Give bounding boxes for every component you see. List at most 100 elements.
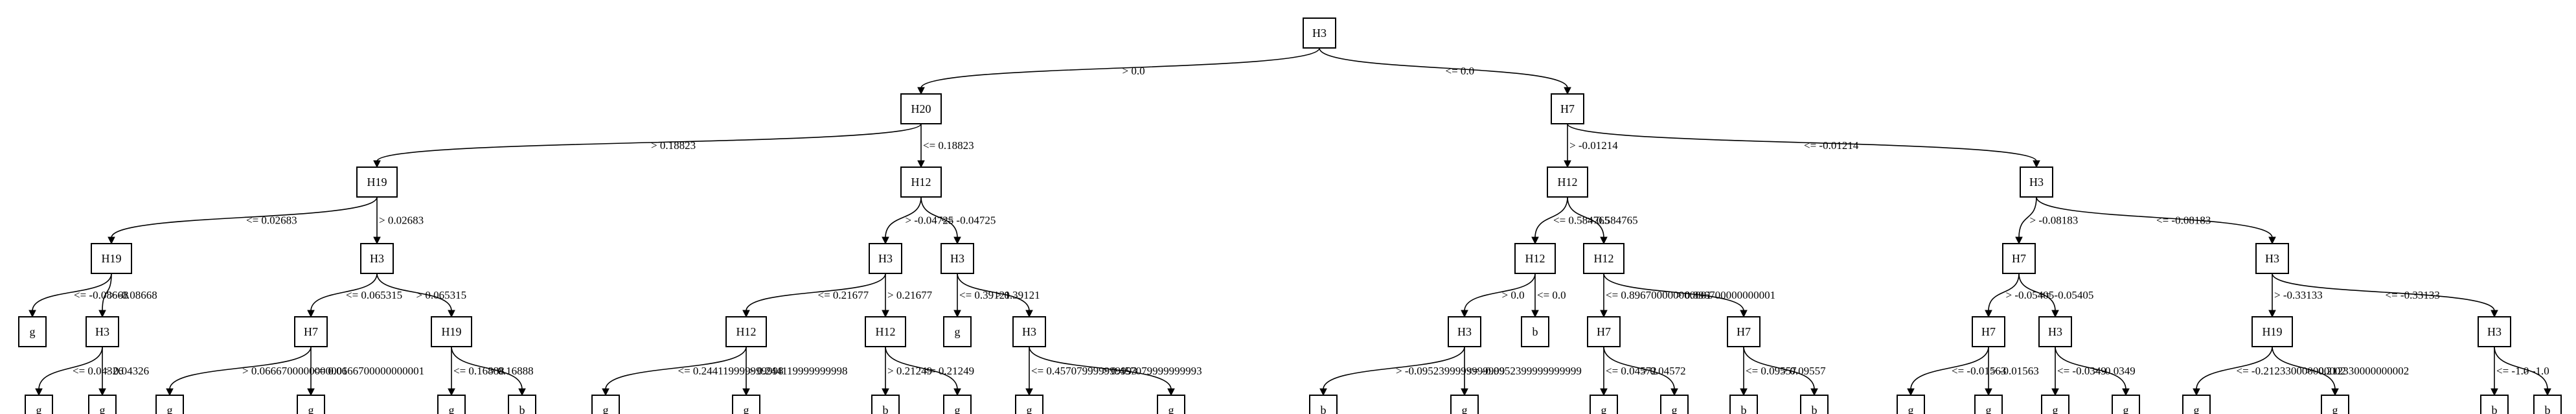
arrowhead-icon	[1810, 388, 1818, 397]
edge-condition-label: <= 0.21249	[924, 365, 975, 377]
edge-condition-label: <= -0.01214	[1804, 139, 1859, 152]
edge-connector	[1029, 346, 1172, 390]
arrowhead-icon	[1531, 310, 1539, 318]
tree-edge: <= 0.04572	[1600, 347, 1657, 397]
node-label: H12	[1558, 176, 1578, 189]
node-box	[1551, 93, 1584, 124]
node-box	[88, 395, 117, 414]
split-node: H3	[2020, 167, 2053, 198]
leaf-node: g	[437, 395, 466, 414]
node-box	[356, 167, 398, 198]
node-label: H3	[2487, 325, 2502, 338]
edge-connector	[32, 273, 112, 312]
leaf-node: g	[297, 395, 325, 414]
tree-edge: <= 0.04326	[35, 346, 124, 397]
leaf-node: g	[25, 395, 53, 414]
tree-edge: > -0.08668	[98, 273, 157, 318]
leaf-node: g	[1157, 395, 1185, 414]
tree-edges: > 0.0<= 0.0> 0.18823<= 0.18823> -0.01214…	[28, 47, 2551, 397]
tree-edge: > 0.0	[1461, 273, 1536, 318]
node-label: g	[1908, 404, 1914, 414]
leaf-node: b	[1521, 316, 1549, 347]
split-node: H3	[940, 243, 974, 274]
tree-edge: > 0.16888	[451, 346, 534, 397]
arrowhead-icon	[108, 236, 115, 245]
arrowhead-icon	[1025, 310, 1033, 318]
node-label: H3	[1022, 325, 1036, 338]
tree-edge: <= -0.212330000000002	[2193, 346, 2346, 397]
split-node: H3	[1303, 17, 1336, 49]
node-label: H3	[878, 252, 893, 265]
arrowhead-icon	[1461, 310, 1468, 318]
edge-condition-label: > 0.02683	[379, 214, 424, 227]
tree-edge: <= 0.0	[1531, 273, 1566, 318]
arrowhead-icon	[742, 388, 750, 397]
edge-connector	[746, 273, 886, 312]
edge-connector	[2494, 346, 2548, 390]
tree-edge: <= 0.21249	[885, 346, 975, 397]
arrowhead-icon	[2051, 310, 2059, 318]
tree-edge: > -1.0	[2494, 346, 2551, 397]
node-label: H7	[304, 325, 318, 338]
edge-connector	[1567, 196, 1604, 238]
tree-edge: > 0.896700000000001	[1603, 273, 1775, 318]
tree-edge: > 0.065315	[376, 273, 466, 318]
node-box	[2478, 316, 2511, 347]
leaf-node: g	[591, 395, 620, 414]
tree-edge: > 0.09557	[1743, 346, 1826, 397]
split-node: H3	[2255, 243, 2289, 274]
node-box	[91, 243, 132, 274]
edge-connector	[1743, 346, 1815, 390]
tree-edge: > -0.01214	[1564, 124, 1618, 168]
edge-connector	[111, 196, 378, 238]
edge-connector	[1464, 273, 1536, 312]
tree-edge: > 0.21677	[882, 273, 933, 318]
arrowhead-icon	[2491, 388, 2498, 397]
edge-connector	[605, 346, 747, 390]
leaf-node: b	[2533, 395, 2562, 414]
node-label: H7	[1597, 325, 1611, 338]
arrowhead-icon	[1461, 388, 1468, 397]
tree-edge: > 0.39121	[957, 273, 1040, 318]
node-box	[1974, 395, 2003, 414]
node-label: H7	[1737, 325, 1751, 338]
edge-connector	[451, 346, 523, 390]
arrowhead-icon	[518, 388, 526, 397]
node-box	[1514, 243, 1556, 274]
node-label: H12	[1594, 252, 1614, 265]
edge-connector	[2272, 273, 2495, 312]
node-label: g	[36, 404, 42, 414]
node-box	[2251, 316, 2293, 347]
arrowhead-icon	[373, 160, 381, 168]
edge-connector	[2196, 346, 2273, 390]
node-box	[297, 395, 325, 414]
edge-connector	[169, 346, 312, 390]
edge-condition-label: <= 0.065315	[346, 289, 402, 301]
edge-condition-label: <= 0.04572	[1606, 365, 1657, 377]
edge-connector	[920, 47, 1320, 89]
split-node: H3	[1012, 316, 1046, 347]
tree-edge: > -0.08183	[2015, 196, 2078, 245]
edge-connector	[376, 273, 452, 312]
leaf-node: b	[2480, 395, 2509, 414]
edge-connector	[2018, 273, 2056, 312]
leaf-node: g	[943, 316, 972, 347]
node-box	[940, 243, 974, 274]
node-box	[2041, 395, 2069, 414]
arrowhead-icon	[2051, 388, 2059, 397]
edge-condition-label: <= 0.18823	[923, 139, 974, 152]
node-label: g	[308, 404, 314, 414]
edge-condition-label: > -0.04725	[906, 214, 954, 227]
edge-condition-label: > 0.39121	[996, 289, 1040, 301]
edge-condition-label: <= 0.0	[1537, 289, 1566, 301]
edge-connector	[102, 273, 112, 312]
split-node: H3	[2478, 316, 2511, 347]
node-box	[1448, 316, 1481, 347]
node-box	[1800, 395, 1829, 414]
tree-edge: <= 0.0666700000000001	[307, 347, 424, 397]
edge-condition-label: <= 0.04326	[73, 365, 124, 377]
edge-condition-label: <= -0.01563	[1952, 365, 2006, 377]
leaf-node: g	[1897, 395, 1925, 414]
node-label: H7	[1981, 325, 1996, 338]
split-node: H7	[294, 316, 328, 347]
